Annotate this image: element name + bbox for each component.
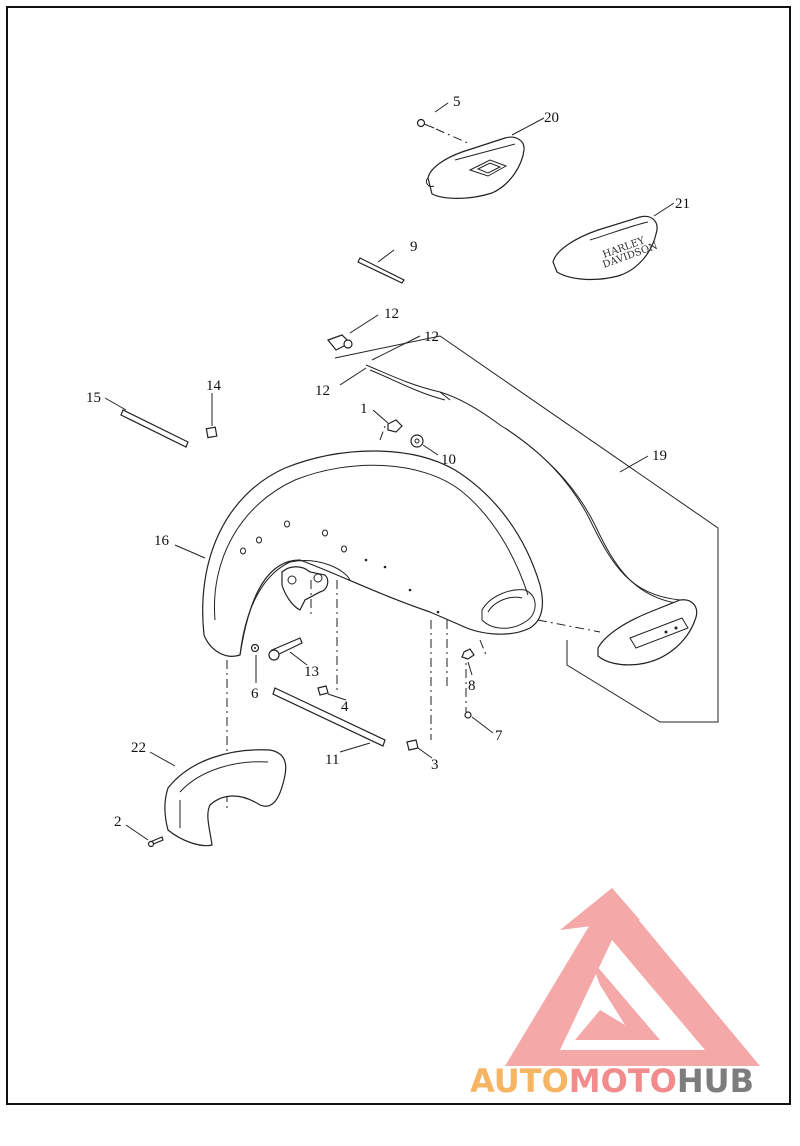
clip-9 <box>357 257 405 284</box>
callout-14: 13 <box>304 664 319 680</box>
nut-8 <box>461 648 475 660</box>
bolt-14 <box>268 637 303 661</box>
callout-13: 12 <box>384 306 399 322</box>
callout-7: 7 <box>495 728 503 744</box>
washer-7 <box>464 711 472 719</box>
callout-22: 22 <box>131 740 146 756</box>
fender-tip-upper <box>425 136 525 199</box>
callout-6: 6 <box>251 686 259 702</box>
nut-3 <box>406 739 419 751</box>
nut-4 <box>317 685 329 696</box>
screw-5 <box>416 118 435 129</box>
diagram-frame <box>6 6 791 1105</box>
taillight <box>597 599 698 666</box>
callout-17: 16 <box>154 533 170 549</box>
nut-10 <box>410 434 424 448</box>
fender-support-22 <box>164 749 287 847</box>
callout-16: 15 <box>86 390 101 406</box>
callout-12-upper: 12 <box>424 329 439 345</box>
callout-20: 20 <box>544 110 559 126</box>
callout-3: 3 <box>431 757 439 773</box>
watermark-hub: HUB <box>676 1062 755 1100</box>
callout-12-lower: 12 <box>315 383 330 399</box>
rear-fender-17 <box>202 450 544 657</box>
trim-strip-11 <box>272 687 386 747</box>
callout-19: 19 <box>652 448 667 464</box>
watermark-moto: MOTO <box>568 1062 677 1100</box>
callout-9: 9 <box>410 239 418 255</box>
nut-1 <box>387 419 403 433</box>
callout-1: 1 <box>360 401 368 417</box>
callout-8: 8 <box>468 678 476 694</box>
callout-15: 14 <box>206 378 222 394</box>
clip-15 <box>205 426 218 439</box>
connector-13 <box>327 334 353 351</box>
watermark-text: AUTOMOTOHUB <box>470 1062 754 1100</box>
tail-harness-19 <box>334 335 719 723</box>
screw-2 <box>147 836 164 848</box>
callout-2: 2 <box>114 814 122 830</box>
callout-11: 11 <box>325 752 339 768</box>
wire-harness-12 <box>365 364 501 426</box>
callout-5: 5 <box>453 94 461 110</box>
trim-strip-16 <box>120 409 189 448</box>
callout-10: 10 <box>441 452 456 468</box>
watermark-auto: AUTO <box>470 1062 569 1100</box>
washer-6 <box>250 643 260 653</box>
fender-tip-logo: HARLEY DAVIDSON <box>552 215 660 281</box>
callout-21: 21 <box>675 196 690 212</box>
watermark-logo-icon <box>505 888 760 1066</box>
callout-4: 4 <box>341 699 349 715</box>
